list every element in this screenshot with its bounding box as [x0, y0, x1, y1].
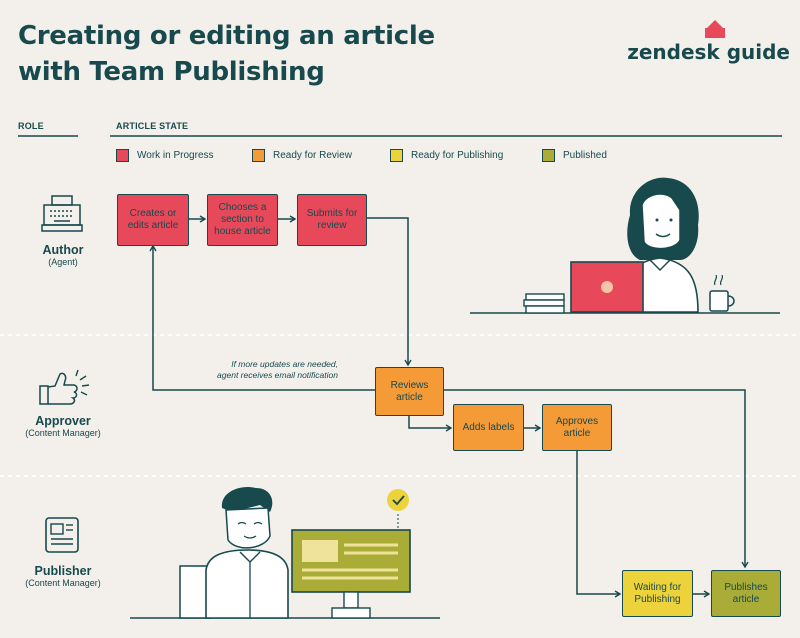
legend-item-work-in-progress: Work in Progress [116, 149, 214, 162]
node-waiting-for-publishing: Waiting for Publishing [622, 570, 693, 617]
legend-label: Ready for Review [273, 150, 352, 161]
node-chooses-section: Chooses a section to house article [207, 194, 278, 246]
feedback-note-line-1: If more updates are needed, [231, 359, 338, 369]
title-line-1: Creating or editing an article [18, 21, 435, 51]
role-subtitle: (Content Manager) [25, 428, 101, 438]
legend-item-ready-for-review: Ready for Review [252, 149, 352, 162]
connector-review-labels [408, 416, 453, 432]
logo-mark-lower-icon [705, 28, 725, 38]
legend-label: Work in Progress [137, 150, 214, 161]
legend-label: Published [563, 150, 607, 161]
role-name: Author [42, 243, 84, 257]
node-reviews-article: Reviews article [375, 367, 444, 416]
legend-item-ready-for-publishing: Ready for Publishing [390, 149, 503, 162]
connector-submit-review [367, 217, 412, 367]
role-subtitle: (Content Manager) [25, 578, 101, 588]
feedback-note-line-2: agent receives email notification [217, 370, 338, 380]
legend-swatch [252, 149, 265, 162]
page-title: Creating or editing an article with Team… [18, 18, 578, 90]
typewriter-icon [41, 195, 83, 232]
logo-mark-icon [705, 20, 725, 30]
feedback-note: If more updates are needed, agent receiv… [168, 359, 338, 381]
title-line-2: with Team Publishing [18, 57, 325, 87]
role-name: Publisher [34, 564, 92, 578]
node-publishes-article: Publishes article [711, 570, 781, 617]
thumbs-up-icon [39, 369, 90, 405]
role-author: Author (Agent) [8, 243, 118, 267]
node-approves-article: Approves article [542, 404, 612, 451]
connector-review-publish [444, 389, 749, 569]
role-publisher: Publisher (Content Manager) [4, 564, 122, 588]
legend-swatch [116, 149, 129, 162]
legend-swatch [542, 149, 555, 162]
connector-approve-waiting [576, 451, 622, 598]
newspaper-icon [45, 517, 79, 553]
state-column-header: ARTICLE STATE [116, 121, 189, 131]
logo-text: zendesk guide [627, 40, 790, 64]
connector-review-back [149, 244, 375, 391]
role-subtitle: (Agent) [48, 257, 78, 267]
role-approver: Approver (Content Manager) [4, 414, 122, 438]
publisher-illustration [130, 486, 440, 619]
author-illustration [470, 177, 780, 314]
legend-label: Ready for Publishing [411, 150, 504, 161]
role-name: Approver [35, 414, 91, 428]
legend-swatch [390, 149, 403, 162]
node-creates-or-edits-article: Creates or edits article [117, 194, 189, 246]
node-submits-for-review: Submits for review [297, 194, 367, 246]
node-adds-labels: Adds labels [453, 404, 524, 451]
role-column-header: ROLE [18, 121, 44, 131]
legend-item-published: Published [542, 149, 607, 162]
